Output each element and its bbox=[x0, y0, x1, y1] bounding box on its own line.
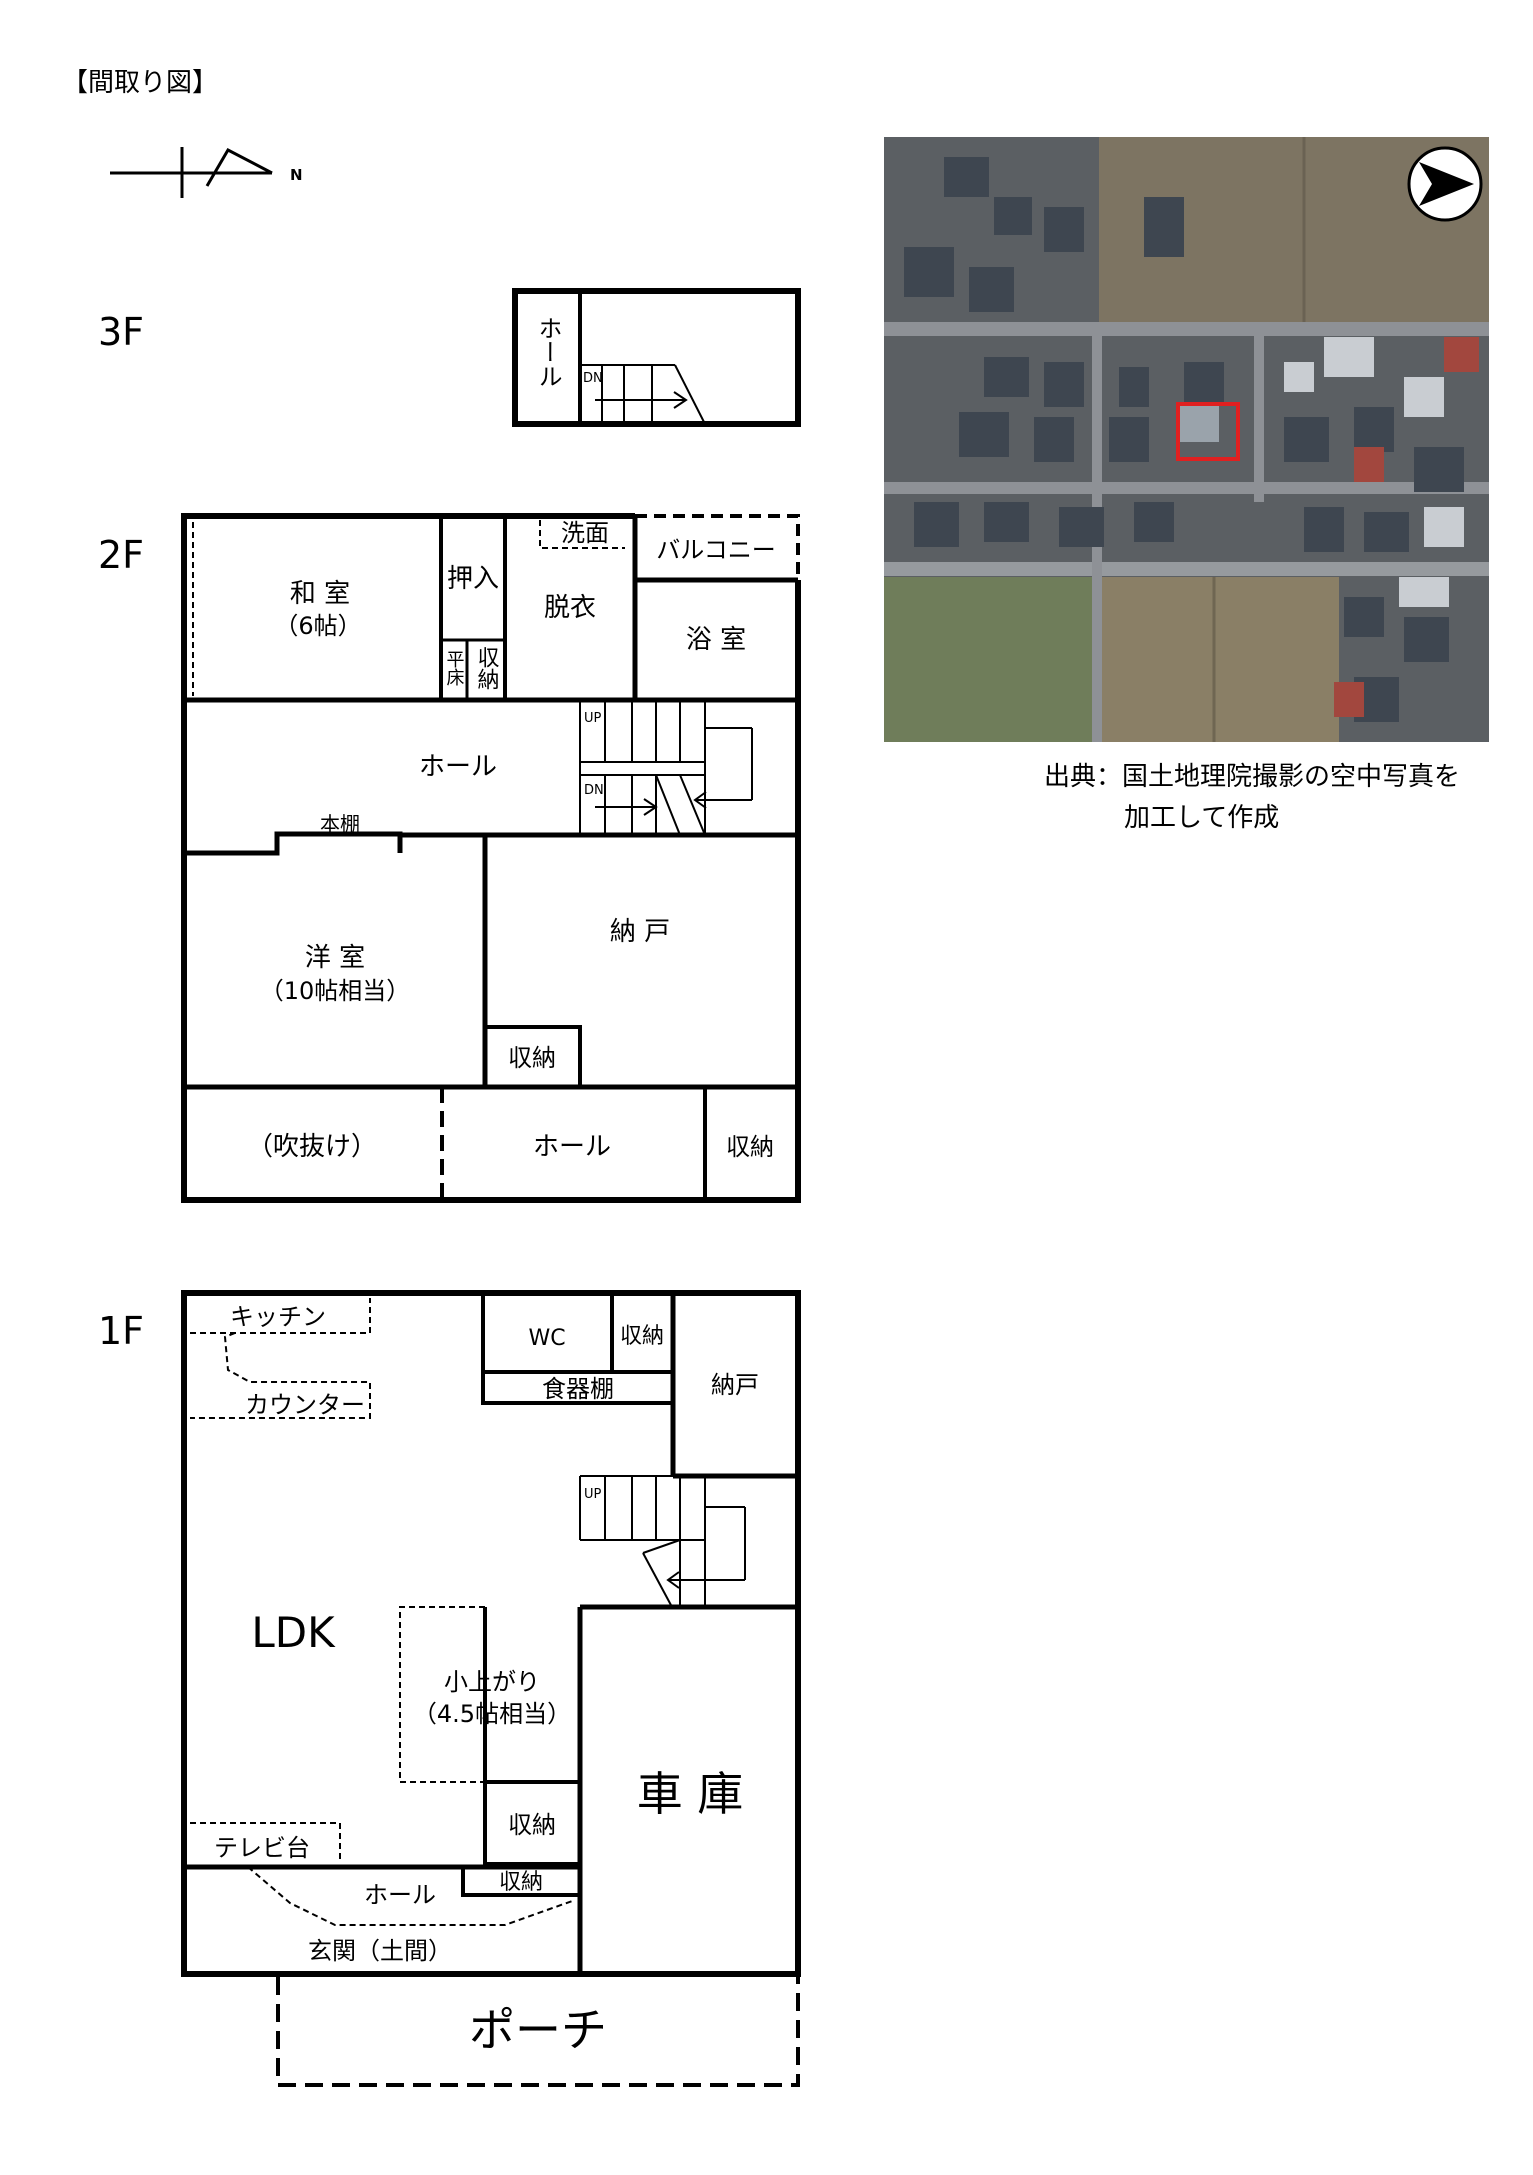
room-1f-ldk: LDK bbox=[251, 1608, 336, 1657]
floor-1f bbox=[181, 1290, 801, 2087]
room-1f-tvdai: テレビ台 bbox=[214, 1834, 310, 1862]
room-2f-yoshitsu: 洋 室 bbox=[305, 943, 365, 973]
room-1f-kitchen: キッチン bbox=[230, 1303, 326, 1331]
label-3f-dn: DN bbox=[583, 371, 603, 386]
room-2f-nando: 納 戸 bbox=[610, 917, 670, 947]
label-2f-up: UP bbox=[584, 711, 602, 726]
room-2f-hall-bottom: ホール bbox=[533, 1132, 611, 1162]
room-2f-datsui: 脱衣 bbox=[544, 593, 596, 623]
room-2f-hiradoko: 平床 bbox=[444, 650, 465, 686]
floor-2f bbox=[181, 513, 801, 1203]
target-highlight bbox=[1176, 402, 1240, 461]
room-2f-senmen: 洗面 bbox=[561, 519, 609, 547]
room-2f-balcony: バルコニー bbox=[656, 536, 776, 564]
floor-label-1f: 1F bbox=[98, 1309, 144, 1353]
room-2f-yokushitsu: 浴 室 bbox=[686, 625, 746, 655]
room-2f-shuno-right: 収納 bbox=[726, 1133, 774, 1161]
floor-3f bbox=[512, 288, 801, 427]
room-1f-wc: WC bbox=[528, 1326, 565, 1351]
room-2f-fukinuke: （吹抜け） bbox=[247, 1132, 377, 1162]
aerial-photo bbox=[884, 137, 1489, 742]
room-1f-genkan: 玄関（土間） bbox=[308, 1937, 452, 1965]
room-1f-koagari-size: （4.5帖相当） bbox=[413, 1700, 571, 1728]
room-2f-shuno-nando: 収納 bbox=[508, 1044, 556, 1072]
room-1f-koagari: 小上がり bbox=[444, 1668, 540, 1696]
room-2f-hondana: 本棚 bbox=[320, 812, 360, 836]
photo-credit-line2: 加工して作成 bbox=[1124, 803, 1280, 833]
room-1f-shuno-wc: 収納 bbox=[620, 1324, 664, 1349]
label-1f-up: UP bbox=[584, 1487, 602, 1502]
room-1f-shako: 車 庫 bbox=[637, 1767, 744, 1821]
room-1f-porch: ポーチ bbox=[469, 2003, 607, 2057]
room-2f-yoshitsu-size: （10帖相当） bbox=[260, 977, 411, 1005]
room-2f-washitsu: 和 室 bbox=[290, 579, 350, 609]
room-1f-shuno-hall: 収納 bbox=[499, 1870, 543, 1895]
room-1f-hall: ホール bbox=[364, 1881, 436, 1909]
north-arrow-icon bbox=[1407, 146, 1483, 222]
room-1f-shokkidana: 食器棚 bbox=[542, 1375, 614, 1403]
room-1f-counter: カウンター bbox=[245, 1391, 365, 1419]
room-2f-shuno-small: 収納 bbox=[474, 646, 500, 690]
floor-label-3f: 3F bbox=[98, 310, 144, 354]
page-title: 【間取り図】 bbox=[62, 68, 219, 98]
room-1f-nando: 納戸 bbox=[711, 1371, 759, 1399]
room-2f-washitsu-size: （6帖） bbox=[274, 612, 361, 640]
floor-label-2f: 2F bbox=[98, 533, 144, 577]
room-1f-shuno-mid: 収納 bbox=[508, 1811, 556, 1839]
compass-icon bbox=[110, 147, 273, 198]
room-2f-oshiire: 押入 bbox=[447, 564, 499, 594]
room-3f-hall: ホール bbox=[534, 316, 562, 388]
compass-north-label: N bbox=[290, 166, 303, 184]
room-2f-hall: ホール bbox=[419, 752, 497, 782]
label-2f-dn: DN bbox=[584, 783, 604, 798]
photo-credit-line1: 出典：国土地理院撮影の空中写真を bbox=[1044, 762, 1461, 792]
